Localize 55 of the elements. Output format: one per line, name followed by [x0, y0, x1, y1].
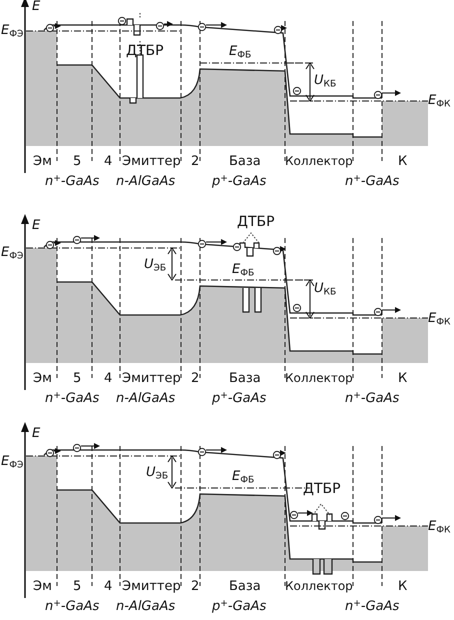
- level-label: E$_{ФК}$: [428, 520, 451, 536]
- region-label: Эмиттер: [122, 580, 181, 593]
- voltage-label: U$_{КБ}$: [314, 74, 336, 90]
- voltage-label: U$_{ЭБ}$: [144, 258, 166, 274]
- region-label: Эмиттер: [122, 155, 181, 168]
- level-label: E$_{ФБ}$: [232, 470, 254, 486]
- axis-label: E: [32, 0, 40, 13]
- region-label: 5: [73, 372, 82, 385]
- region-label: Коллектор: [285, 372, 353, 384]
- voltage-label: U$_{ЭБ}$: [146, 466, 168, 482]
- voltage-label: U$_{КБ}$: [314, 282, 336, 298]
- structure-label: ДТБР: [126, 44, 164, 58]
- region-label: 5: [73, 155, 82, 168]
- region-label: Коллектор: [285, 155, 353, 167]
- material-label: n$^{+}$-GaAs: [345, 600, 400, 614]
- level-label: E$_{ФЭ}$: [1, 246, 24, 262]
- region-label: 5: [73, 580, 82, 593]
- material-label: n$^{+}$-GaAs: [45, 392, 100, 406]
- material-label: n-AlGaAs: [116, 392, 176, 405]
- region-label: Эм: [33, 372, 52, 385]
- material-label: p$^{+}$-GaAs: [212, 175, 266, 188]
- region-label: 4: [104, 155, 112, 168]
- region-label: Эм: [33, 580, 52, 593]
- region-label: К: [398, 580, 408, 593]
- region-label: База: [229, 372, 261, 385]
- region-label: Коллектор: [285, 580, 353, 592]
- axis-label: E: [32, 219, 40, 232]
- region-label: 2: [191, 372, 200, 385]
- structure-label: ДТБР: [237, 215, 275, 229]
- level-label: E$_{ФЭ}$: [1, 24, 24, 40]
- level-label: E$_{ФК}$: [428, 94, 451, 110]
- region-label: 2: [191, 155, 200, 168]
- structure-label: ДТБР: [303, 482, 341, 496]
- level-label: E$_{ФБ}$: [229, 45, 252, 60]
- region-label: База: [229, 155, 261, 168]
- material-label: n-AlGaAs: [116, 600, 176, 613]
- level-label: E$_{ФЭ}$: [1, 455, 24, 470]
- level-label: E$_{ФБ}$: [232, 263, 254, 278]
- region-label: Эмиттер: [122, 372, 181, 385]
- material-label: n-AlGaAs: [116, 175, 176, 188]
- region-label: Эм: [33, 155, 52, 168]
- region-label: 2: [191, 580, 200, 593]
- region-label: 4: [104, 580, 112, 593]
- material-label: n$^{+}$-GaAs: [345, 175, 400, 188]
- region-label: К: [398, 372, 408, 385]
- region-label: База: [229, 580, 261, 593]
- level-label: E$_{ФК}$: [428, 312, 451, 328]
- material-label: n$^{+}$-GaAs: [45, 600, 100, 614]
- material-label: p$^{+}$-GaAs: [212, 392, 266, 406]
- material-label: n$^{+}$-GaAs: [45, 175, 100, 188]
- region-label: К: [398, 155, 408, 168]
- material-label: n$^{+}$-GaAs: [345, 392, 400, 406]
- region-label: 4: [104, 372, 112, 385]
- material-label: p$^{+}$-GaAs: [212, 600, 266, 614]
- axis-label: E: [32, 427, 40, 440]
